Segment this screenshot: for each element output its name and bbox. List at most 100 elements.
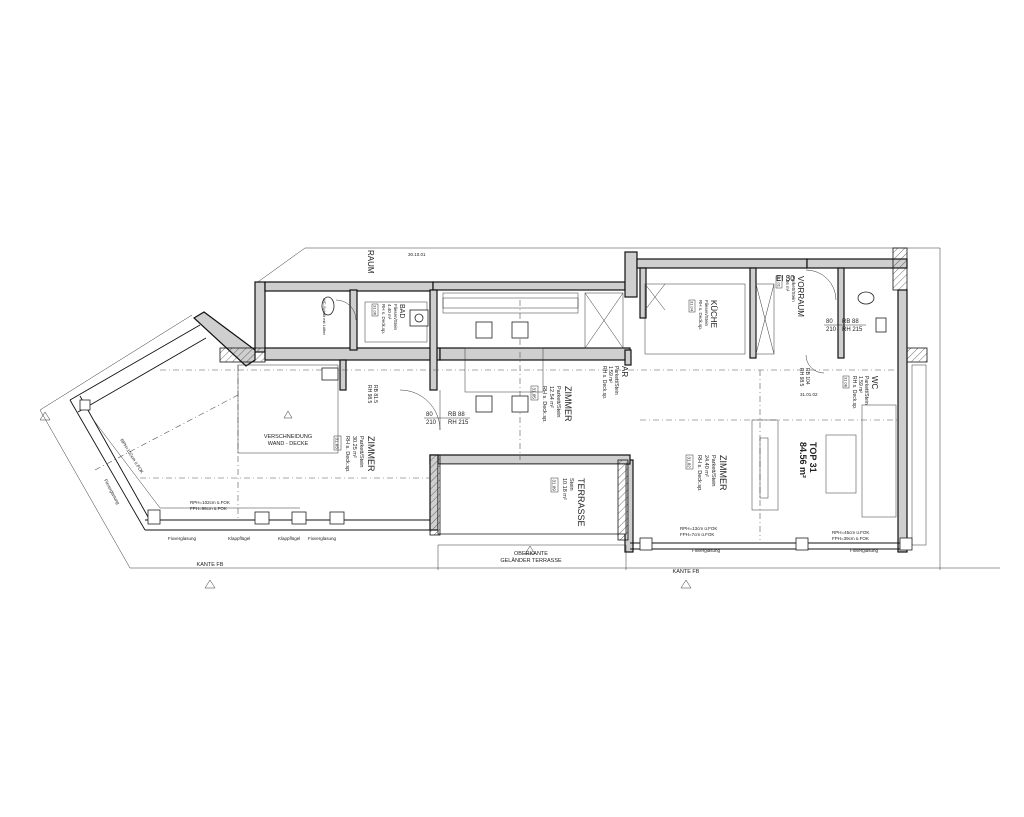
room-label-vorraum: VORRAUM Parkett/Stein 3.86 m² 31.01: [775, 275, 805, 317]
unit-label: TOP 31 84.56 m²: [798, 442, 818, 478]
svg-text:Parkett/Stein: Parkett/Stein: [358, 436, 364, 468]
svg-text:24.40 m²: 24.40 m²: [703, 455, 709, 477]
svg-text:31.05: 31.05: [532, 388, 537, 400]
kante-fb-right: KANTE FB: [673, 569, 700, 575]
room-label-kueche: KÜCHE Fliesen/Stein RH s. Deck.sp. 31.04: [688, 299, 718, 330]
svg-text:80: 80: [426, 412, 433, 418]
room-name: KÜCHE: [709, 300, 718, 328]
svg-text:210: 210: [826, 327, 837, 333]
svg-text:RH s. Deck.sp.: RH s. Deck.sp.: [344, 436, 350, 473]
svg-text:Parkett/Stein: Parkett/Stein: [555, 386, 561, 418]
svg-text:RH s. Deck.sp.: RH s. Deck.sp.: [851, 376, 857, 409]
room-name: TERRASSE: [576, 478, 586, 527]
room-name: BAD: [398, 304, 405, 318]
svg-text:RB 81.5: RB 81.5: [372, 385, 378, 403]
svg-text:4.40 m²: 4.40 m²: [387, 304, 392, 320]
stamp-top: 30.10.01: [408, 252, 426, 257]
svg-text:31.09: 31.09: [552, 480, 557, 492]
svg-text:RH 215: RH 215: [448, 420, 469, 426]
room-name: WC: [870, 376, 879, 390]
svg-text:31.02: 31.02: [687, 457, 692, 469]
svg-text:Fliesen/Stein: Fliesen/Stein: [393, 304, 398, 331]
fixverglasung-3: Fixverglasung: [692, 548, 721, 553]
svg-text:1.59 m²: 1.59 m²: [857, 376, 863, 393]
door-label-1: 80 210 RB 88 RH 215: [424, 412, 470, 426]
svg-text:3.86 m²: 3.86 m²: [785, 276, 790, 292]
room-label-terrasse: TERRASSE Stein 10.18 m² 31.09: [550, 477, 586, 527]
svg-text:31.08: 31.08: [844, 377, 849, 388]
svg-text:1.59 m²: 1.59 m²: [607, 366, 613, 383]
svg-text:RB 88: RB 88: [448, 412, 465, 418]
terrace-area: [429, 454, 629, 570]
klappfluegel-2: Klappflügel: [278, 536, 300, 541]
fixverglasung-1: Fixverglasung: [168, 536, 197, 541]
svg-text:80: 80: [826, 319, 833, 325]
door-label-2: 80 210 RB 88 RH 215: [824, 319, 866, 333]
rph-diagonal: RPH=102cm ü.FOK: [119, 438, 144, 474]
level-marker: [283, 410, 293, 419]
svg-text:RPH=102cm ü.FOK: RPH=102cm ü.FOK: [119, 438, 144, 474]
svg-text:Parkett/Stein: Parkett/Stein: [710, 455, 716, 487]
klappfluegel-1: Klappflügel: [228, 536, 250, 541]
room-name: ZIMMER: [366, 436, 376, 472]
room-label-wc: WC Parkett/Stein 1.59 m² RH s. Deck.sp. …: [842, 375, 879, 409]
rph-right-1: RPH=45cm ü.FOK: [832, 530, 869, 535]
rph-left-2: FPH=96cm ü.FOK: [190, 506, 227, 511]
stamp-right: 31.01.02: [800, 392, 818, 397]
svg-text:WC-Schalt mit Lüfter: WC-Schalt mit Lüfter: [322, 298, 327, 336]
kante-fb-left: KANTE FB: [197, 562, 224, 568]
room-label-zimmer-1: ZIMMER Parkett/Stein 30.25 m² RH s. Deck…: [333, 435, 376, 473]
raum-label-top: RAUM: [366, 250, 375, 274]
wc-switch-note: WC-Schalt mit Lüfter: [322, 298, 327, 336]
svg-text:GELÄNDER TERRASSE: GELÄNDER TERRASSE: [500, 557, 562, 564]
fixverglasung-4: Fixverglasung: [850, 548, 879, 553]
svg-text:30.25 m²: 30.25 m²: [351, 436, 357, 458]
svg-text:10.18 m²: 10.18 m²: [561, 478, 567, 500]
svg-text:RH s. Deck.sp.: RH s. Deck.sp.: [381, 304, 386, 334]
level-triangles: [39, 411, 692, 589]
room-name: ZIMMER: [563, 386, 573, 422]
door-label-4: RB 104 RH 98.5: [798, 368, 810, 387]
room-name: AR: [620, 366, 629, 377]
verschneidung-label: VERSCHNEIDUNG: [264, 434, 312, 440]
svg-text:31.04: 31.04: [690, 301, 695, 312]
oberkante-label: OBERKANTE: [514, 551, 548, 557]
unit-name: TOP 31: [808, 442, 818, 473]
rph-mid-2: FPH=7cm ü.FOK: [680, 532, 714, 537]
angled-facade: [69, 324, 905, 550]
exterior-walls: [193, 247, 928, 553]
svg-text:RB 104: RB 104: [804, 368, 810, 385]
svg-text:31.06: 31.06: [373, 305, 378, 316]
svg-text:Parkett/Stein: Parkett/Stein: [791, 276, 796, 302]
doors: [335, 269, 837, 431]
fixverglasung-2: Fixverglasung: [308, 536, 337, 541]
svg-text:WAND - DECKE: WAND - DECKE: [268, 441, 309, 447]
dimension-lines: [39, 247, 1000, 570]
verschneidung-box: [237, 364, 339, 454]
room-name: VORRAUM: [796, 276, 805, 317]
svg-text:RAUM: RAUM: [366, 250, 375, 274]
rph-mid-1: RPH=13cm ü.FOK: [680, 526, 717, 531]
svg-text:31.03: 31.03: [335, 438, 340, 450]
room-label-zimmer-2: ZIMMER Parkett/Stein 12.54 m² RH s. Deck…: [530, 385, 573, 423]
svg-text:Fliesen/Stein: Fliesen/Stein: [704, 300, 709, 327]
window-frames: [79, 399, 913, 551]
svg-text:RH 98.5: RH 98.5: [798, 368, 804, 387]
svg-text:Fixverglasung: Fixverglasung: [103, 478, 121, 506]
rph-left-1: RPH=102cm ü.FOK: [190, 500, 230, 505]
svg-text:RH 215: RH 215: [842, 327, 863, 333]
svg-text:Stein: Stein: [568, 478, 574, 491]
fixverglasung-diag: Fixverglasung: [103, 478, 121, 506]
svg-text:RB 88: RB 88: [842, 319, 859, 325]
room-name: ZIMMER: [718, 455, 728, 491]
door-label-3: RB 81.5 RH 98.5: [366, 385, 378, 404]
svg-text:RH s. Deck.sp.: RH s. Deck.sp.: [696, 455, 702, 492]
svg-text:31.01: 31.01: [777, 277, 782, 288]
room-label-zimmer-3: ZIMMER Parkett/Stein 24.40 m² RH s. Deck…: [685, 454, 728, 492]
svg-text:RH s. Deck.sp.: RH s. Deck.sp.: [698, 300, 703, 330]
svg-text:RH s. Deck.sp.: RH s. Deck.sp.: [541, 386, 547, 423]
svg-text:12.54 m²: 12.54 m²: [548, 386, 554, 408]
svg-text:RH s. Deck.sp.: RH s. Deck.sp.: [601, 366, 607, 399]
sanitary-fixtures: [321, 291, 887, 381]
